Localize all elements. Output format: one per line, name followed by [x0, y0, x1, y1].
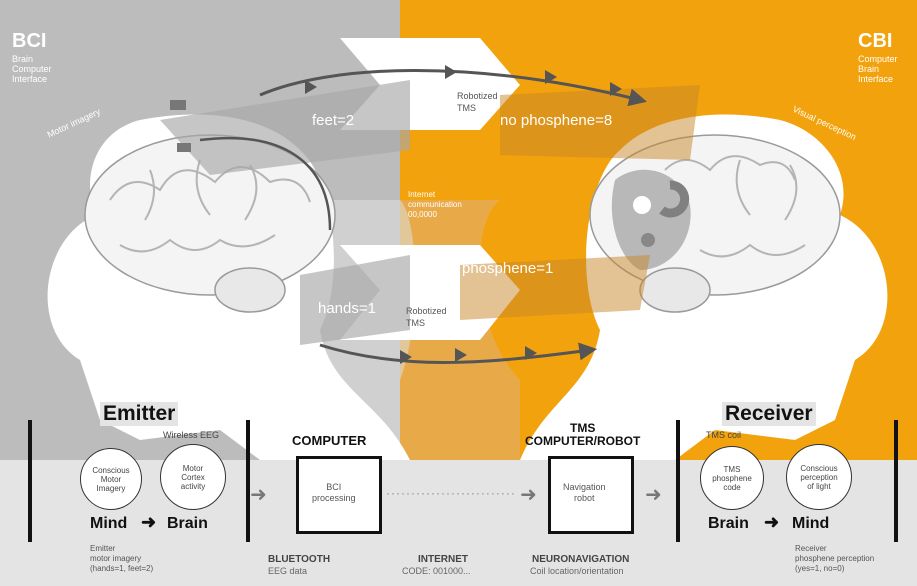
bci-processing-box	[296, 456, 382, 534]
bci-processing-label: BCI processing	[312, 482, 356, 503]
internet-label: INTERNET	[418, 554, 468, 565]
eeg-data-label: EEG data	[268, 566, 308, 576]
computer-title: COMPUTER	[292, 433, 367, 448]
tms-phosphene-code-circle: TMS phosphene code	[700, 446, 764, 510]
flow-dotted-line: ··························	[386, 486, 516, 500]
flow-arrow-3-icon: ➜	[645, 484, 662, 506]
eeg-electrode-top	[170, 100, 186, 110]
receiver-bracket	[676, 420, 898, 542]
emitter-caption: Emitter motor imagery (hands=1, feet=2)	[90, 544, 154, 573]
emitter-brain-label: Brain	[167, 515, 208, 532]
phosphene-8-label: no phosphene=8	[500, 112, 613, 129]
internet-communication-label: Internet communication 00,0000	[408, 190, 462, 219]
robotized-tms-bottom-label: Robotized TMS	[406, 306, 447, 328]
coil-location-label: Coil location/orientation	[530, 566, 624, 576]
eeg-electrode-side	[177, 143, 191, 152]
emitter-head	[47, 114, 410, 460]
wireless-eeg-label: Wireless EEG	[163, 430, 220, 440]
receiver-head	[520, 114, 888, 460]
receiver-mind-label: Mind	[792, 515, 830, 532]
emitter-title: Emitter	[100, 402, 179, 426]
tms-coil-label: TMS coil	[706, 430, 742, 440]
visual-cortex	[611, 169, 691, 270]
bluetooth-label: BLUETOOTH	[268, 554, 331, 565]
receiver-caption: Receiver phosphene perception (yes=1, no…	[795, 544, 875, 573]
flow-arrow-1-icon: ➜	[250, 484, 267, 506]
bci-subtitle: Brain Computer Interface	[12, 54, 52, 84]
emitter-bracket	[28, 420, 250, 542]
receiver-title: Receiver	[722, 402, 816, 426]
bottom-panel	[0, 460, 917, 586]
bottom-signal-arrow	[319, 342, 598, 364]
robotized-tms-top-label: Robotized TMS	[457, 91, 498, 113]
bci-title: BCI	[12, 30, 47, 52]
top-signal-arrow	[259, 69, 647, 107]
flow-arrow-2-icon: ➜	[520, 484, 537, 506]
receiver-brain-label: Brain	[708, 515, 749, 532]
emitter-arrow-icon: ➜	[141, 512, 157, 532]
emitter-mind-label: Mind	[90, 515, 128, 532]
neuronavigation-label: NEURONAVIGATION	[532, 554, 630, 565]
conscious-perception-circle: Conscious perception of light	[786, 444, 852, 510]
feet-label: feet=2	[312, 112, 355, 129]
receiver-arrow-icon: ➜	[764, 512, 780, 532]
internet-code-label: CODE: 001000...	[402, 566, 471, 576]
tms-computer-robot-title: TMS COMPUTER/ROBOT	[525, 421, 641, 448]
phosphene-1-label: phosphene=1	[462, 260, 554, 277]
motor-cortex-activity-circle: Motor Cortex activity	[160, 444, 226, 510]
navigation-robot-box	[548, 456, 634, 534]
conscious-motor-imagery-circle: Conscious Motor Imagery	[80, 448, 142, 510]
cbi-title: CBI	[858, 30, 893, 52]
hands-label: hands=1	[318, 300, 376, 317]
cbi-subtitle: Computer Brain Interface	[858, 54, 898, 84]
navigation-robot-label: Navigation robot	[563, 482, 606, 503]
